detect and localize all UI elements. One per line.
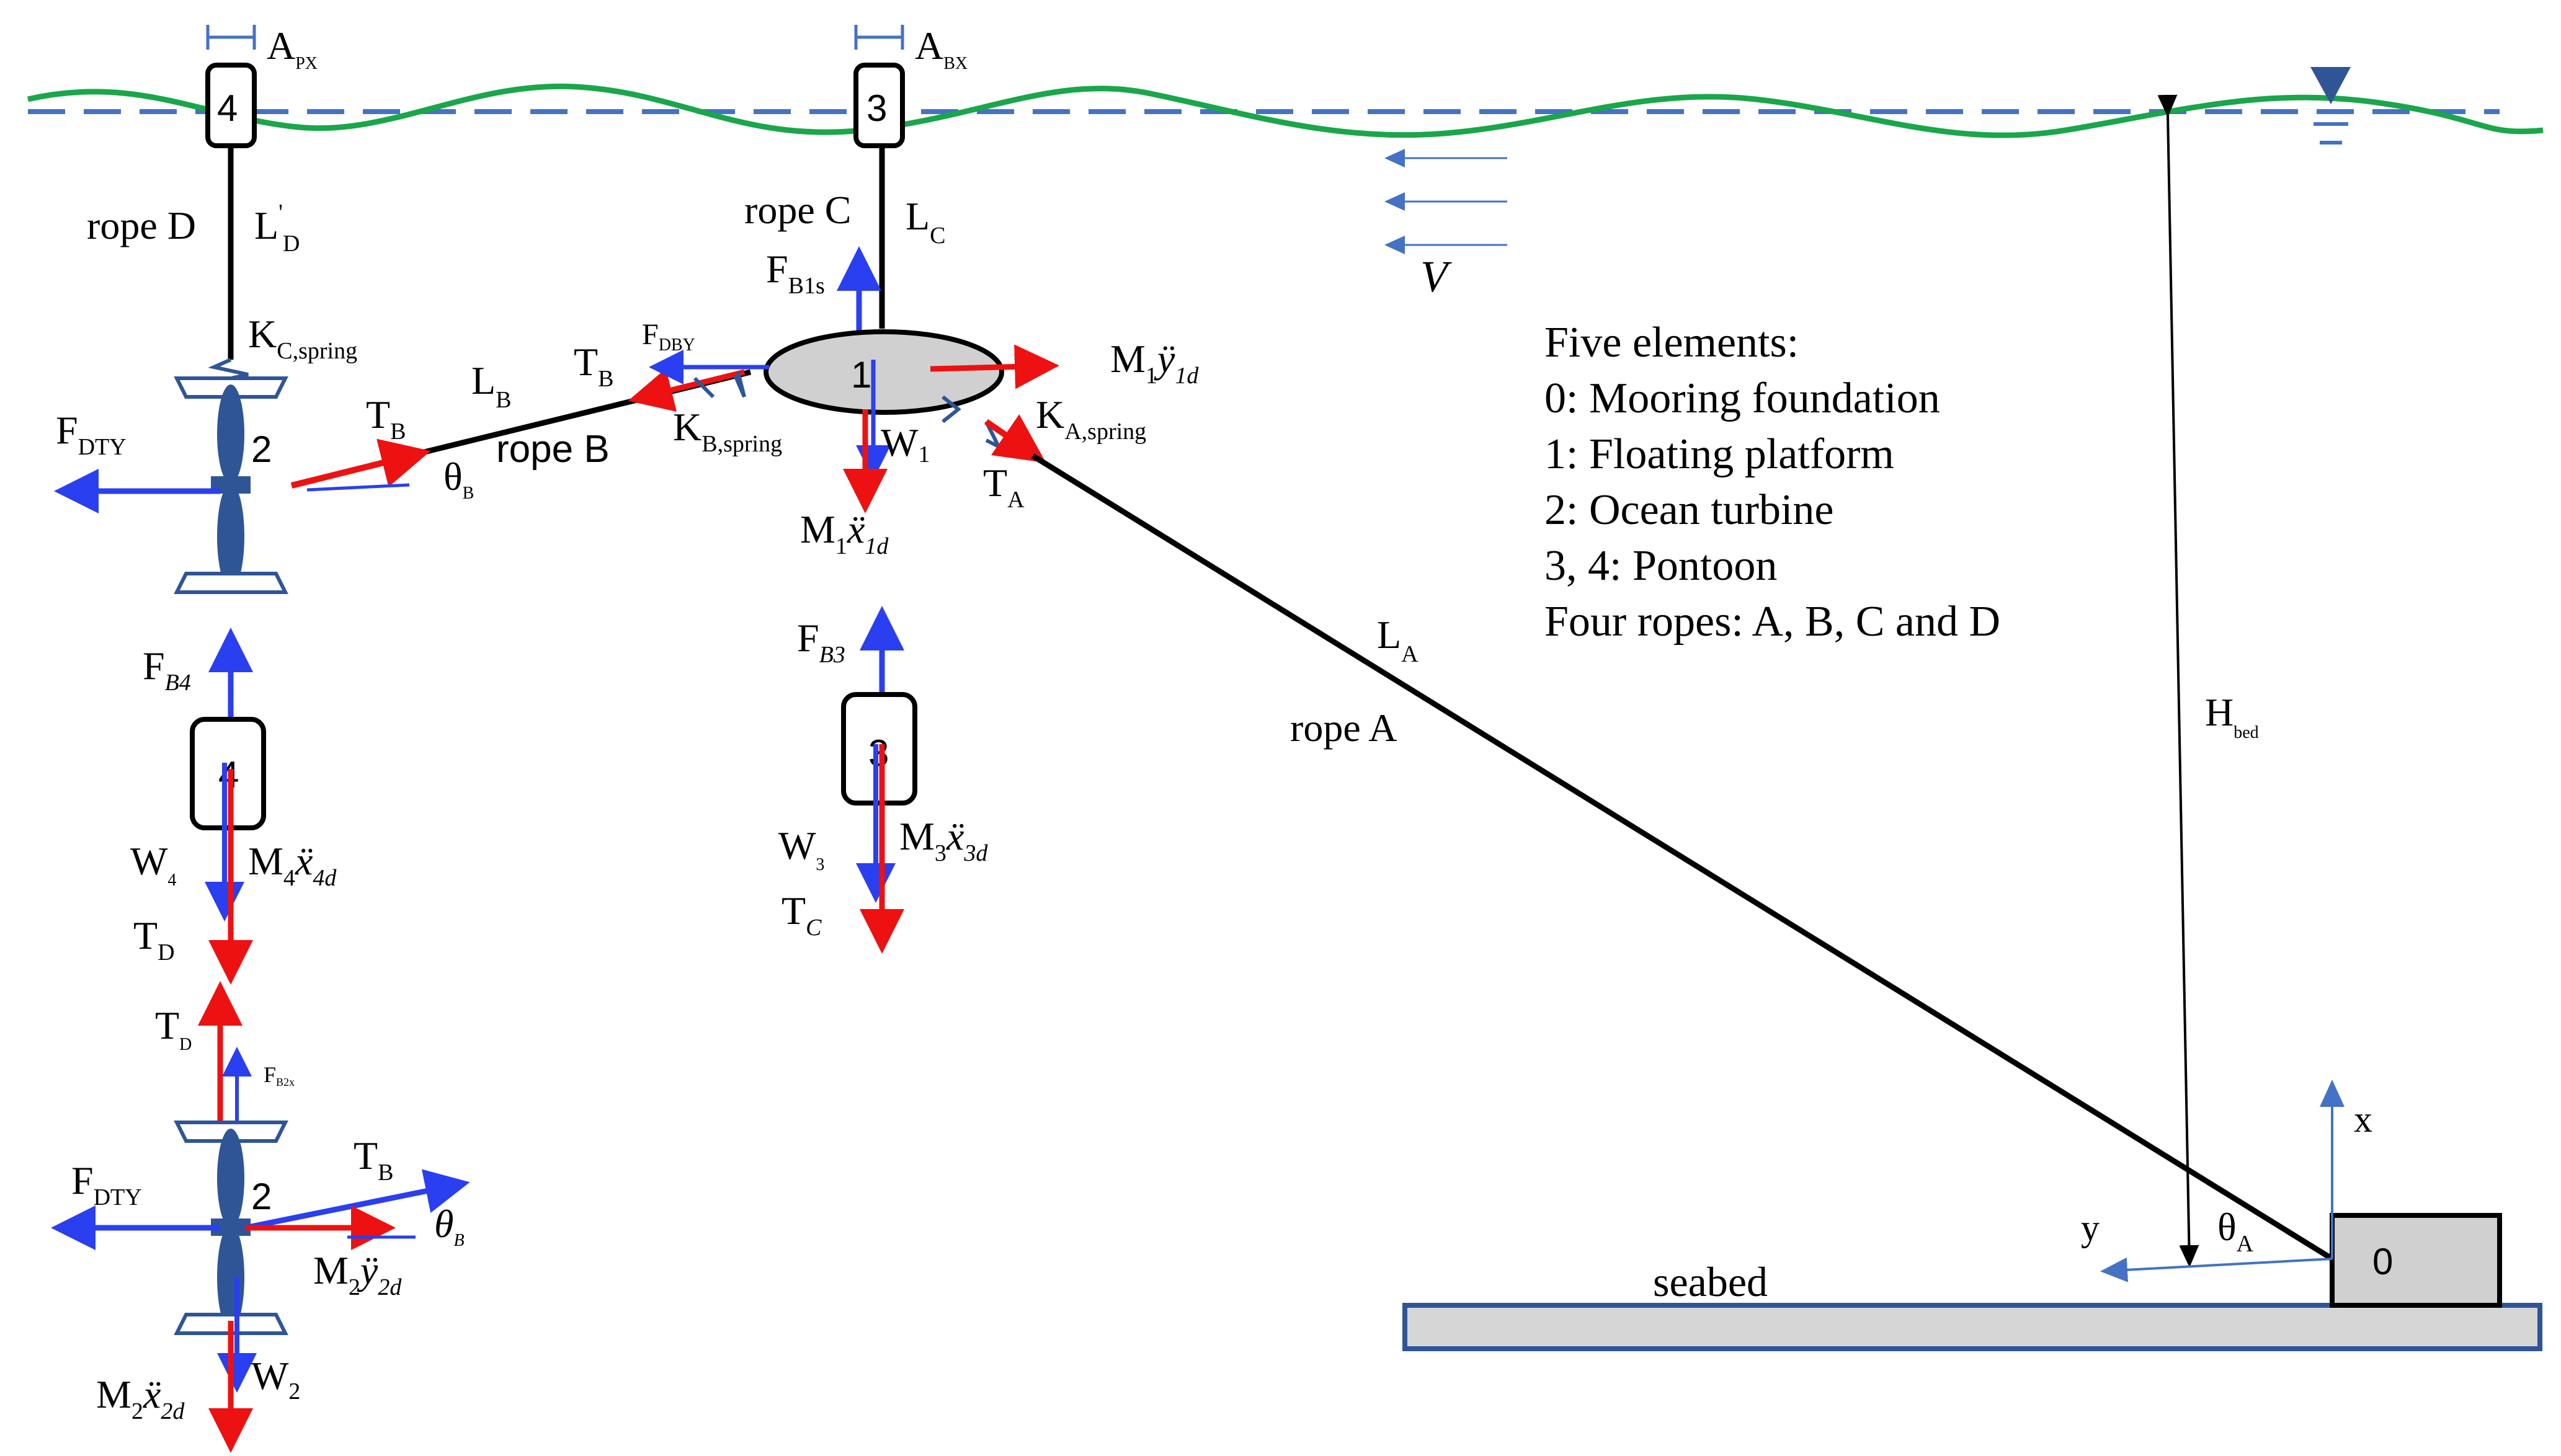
ta-label: TA bbox=[983, 461, 1025, 513]
lb-label: LB bbox=[471, 358, 511, 413]
legend-title: Five elements: bbox=[1544, 319, 1799, 366]
la-label: LA bbox=[1377, 613, 1419, 667]
ta-arrow bbox=[984, 414, 1046, 463]
tb-turbine-arrow bbox=[290, 438, 431, 489]
tb2-label: TB bbox=[354, 1134, 393, 1186]
fdty-label: FDTY bbox=[56, 408, 127, 460]
w2-label: W2 bbox=[251, 1354, 300, 1405]
thetaa-label: θA bbox=[2217, 1205, 2254, 1257]
tb-turbine-label: TB bbox=[366, 393, 406, 445]
m4x-label: M4ẍ4d bbox=[248, 839, 337, 891]
td2-label: TD bbox=[155, 1003, 192, 1054]
mooring-foundation bbox=[2330, 1213, 2502, 1308]
m1y-arrow bbox=[930, 344, 1059, 389]
water-level-icon bbox=[2310, 67, 2351, 104]
w4-label: W4 bbox=[130, 839, 176, 890]
rope-c-label: rope C bbox=[744, 188, 851, 232]
abx-label: ABX bbox=[915, 24, 968, 73]
thetab-label: θB bbox=[443, 455, 474, 503]
axis-y-label: y bbox=[2081, 1207, 2100, 1248]
legend-item-1: 1: Floating platform bbox=[1544, 430, 1894, 478]
legend: Five elements: 0: Mooring foundation 1: … bbox=[1544, 319, 2000, 646]
legend-item-0: 0: Mooring foundation bbox=[1544, 375, 1940, 422]
tb-platform-label: TB bbox=[574, 340, 613, 392]
pontoon-4-surface-label: 4 bbox=[217, 87, 238, 129]
mooring-label: 0 bbox=[2372, 1241, 2393, 1282]
axis-y bbox=[2100, 1257, 2333, 1282]
fb4-label: FB4 bbox=[143, 644, 191, 696]
pontoon-3-surface-label: 3 bbox=[866, 87, 887, 129]
rope-d-label: rope D bbox=[87, 203, 196, 247]
legend-item-3: 3, 4: Pontoon bbox=[1544, 542, 1777, 590]
hbed-label: Hbed bbox=[2205, 690, 2259, 742]
velocity-label: V bbox=[1420, 252, 1452, 301]
pontoon-3-fbd-label: 3 bbox=[868, 732, 889, 774]
rope-a-label: rope A bbox=[1290, 706, 1397, 750]
fb2-label: FB2x bbox=[264, 1062, 295, 1088]
apx-label: APX bbox=[267, 24, 318, 73]
ld-label: L'D bbox=[254, 200, 300, 257]
ocean-turbine-top bbox=[174, 376, 288, 594]
m1y-label: M1ÿ1d bbox=[1110, 337, 1199, 389]
tb-platform-arrow bbox=[628, 368, 746, 412]
fdty2-label: FDTY bbox=[71, 1158, 142, 1210]
lc-label: LC bbox=[906, 194, 945, 249]
m2y-label: M2ÿ2d bbox=[313, 1248, 402, 1300]
turbine-top-label: 2 bbox=[251, 428, 272, 470]
ocean-turbine-bottom bbox=[174, 1121, 288, 1335]
td-label: TD bbox=[133, 913, 175, 965]
legend-item-2: 2: Ocean turbine bbox=[1544, 486, 1833, 534]
kc-label: KC,spring bbox=[248, 312, 357, 364]
kb-label: KB,spring bbox=[673, 405, 782, 457]
rope-a bbox=[1031, 453, 2334, 1261]
w1-label: W1 bbox=[881, 420, 930, 468]
axis-x-label: x bbox=[2354, 1099, 2372, 1140]
m2x-label: M2ẍ2d bbox=[96, 1372, 185, 1424]
kb-spring-icon bbox=[693, 371, 746, 399]
seabed bbox=[1402, 1303, 2542, 1351]
m1x-label: M1ẍ1d bbox=[800, 507, 889, 559]
m3x-label: M3ẍ3d bbox=[899, 814, 988, 866]
fb1s-label: FB1s bbox=[766, 247, 825, 299]
ka-label: KA,spring bbox=[1036, 393, 1146, 445]
thetab-ref bbox=[306, 483, 410, 492]
thetab2-label: θB bbox=[434, 1202, 465, 1250]
legend-item-4: Four ropes: A, B, C and D bbox=[1544, 598, 2000, 646]
fb3-label: FB3 bbox=[797, 616, 845, 668]
seabed-label: seabed bbox=[1653, 1258, 1768, 1305]
tc-label: TC bbox=[782, 889, 822, 941]
floating-platform bbox=[764, 329, 1004, 415]
fdby-label: FDBY bbox=[642, 318, 695, 355]
tb2-arrow bbox=[244, 1169, 470, 1231]
rope-b-label: rope B bbox=[496, 428, 610, 471]
platform-label: 1 bbox=[851, 354, 871, 396]
turbine-bottom-label: 2 bbox=[251, 1176, 272, 1217]
w3-label: W3 bbox=[778, 823, 824, 874]
hbed-dim bbox=[2157, 94, 2199, 1267]
